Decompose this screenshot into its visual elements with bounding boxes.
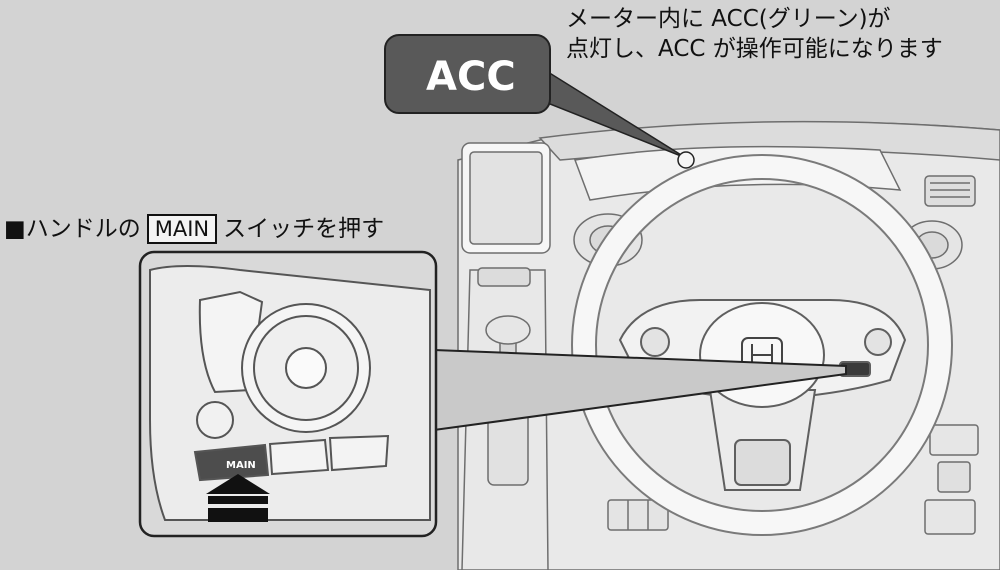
main-button-name: MAIN bbox=[146, 214, 218, 244]
acc-indicator-callout: ACC bbox=[384, 34, 695, 169]
acc-badge-label: ACC bbox=[426, 54, 516, 100]
meter-indicator-dot bbox=[677, 151, 695, 169]
caption-line-1: メーター内に ACC(グリーン)が bbox=[566, 6, 891, 32]
press-arrow-icon bbox=[206, 474, 270, 522]
main-button-label: MAIN bbox=[226, 460, 256, 471]
main-switch-instruction: ■ハンドルの MAIN スイッチを押す bbox=[4, 214, 384, 244]
switch-detail-panel: MAIN bbox=[138, 250, 438, 538]
caption-line-2: 点灯し、ACC が操作可能になります bbox=[566, 36, 943, 62]
instruction-suffix: スイッチを押す bbox=[223, 216, 385, 242]
instruction-prefix: ■ハンドルの bbox=[4, 216, 141, 242]
acc-indicator-caption: メーター内に ACC(グリーン)が 点灯し、ACC が操作可能になります bbox=[566, 4, 943, 64]
